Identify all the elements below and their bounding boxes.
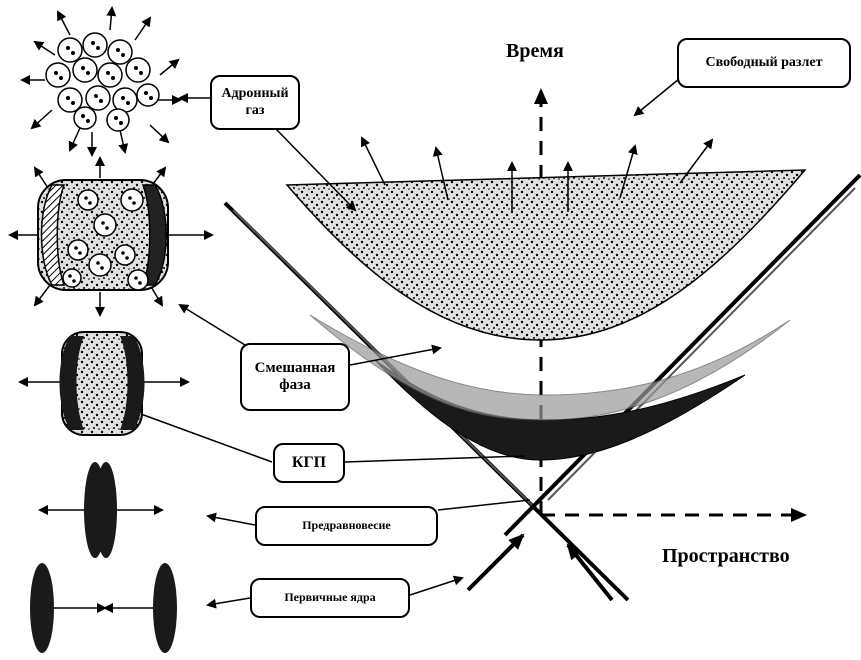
pre-equilibrium-icon: [40, 462, 162, 558]
incoming-arrow-left: [468, 535, 523, 590]
qgp-text: КГП: [292, 454, 326, 472]
hadron-gas-label: Адронный газ: [210, 75, 300, 130]
mixed-phase-label: Смешанная фаза: [240, 343, 350, 411]
qgp-pointer-left: [130, 410, 272, 462]
qgp-pointer-right: [345, 456, 525, 462]
hadron-gas-region: [287, 170, 805, 340]
mixed-phase-text-2: фаза: [279, 377, 310, 394]
mixed-phase-large-icon: [10, 158, 212, 315]
pre-equilibrium-pointer-left: [208, 516, 255, 525]
qgp-barrel-icon: [20, 332, 188, 435]
space-axis-label: Пространство: [662, 545, 790, 568]
hadron-gas-text-2: газ: [246, 103, 265, 119]
pre-equilibrium-pointer-right: [438, 500, 530, 510]
primary-nuclei-label: Первичные ядра: [250, 578, 410, 618]
qgp-label: КГП: [273, 443, 345, 483]
primary-nuclei-icon: [30, 563, 177, 653]
mixed-phase-pointer-up: [180, 305, 245, 345]
free-expansion-label: Свободный разлет: [677, 38, 851, 88]
time-axis-label: Время: [506, 40, 564, 63]
mixed-phase-text-1: Смешанная: [255, 360, 336, 377]
primary-nuclei-pointer-right: [410, 578, 462, 595]
hadron-gas-icon: [22, 8, 180, 155]
hadron-gas-text-1: Адронный: [221, 86, 288, 102]
incoming-arrow-right: [568, 545, 612, 600]
primary-nuclei-text: Первичные ядра: [284, 591, 375, 605]
pre-equilibrium-text: Предравновесие: [302, 519, 391, 533]
free-expansion-text: Свободный разлет: [706, 55, 823, 71]
primary-nuclei-pointer-left: [208, 598, 250, 605]
pre-equilibrium-label: Предравновесие: [255, 506, 438, 546]
